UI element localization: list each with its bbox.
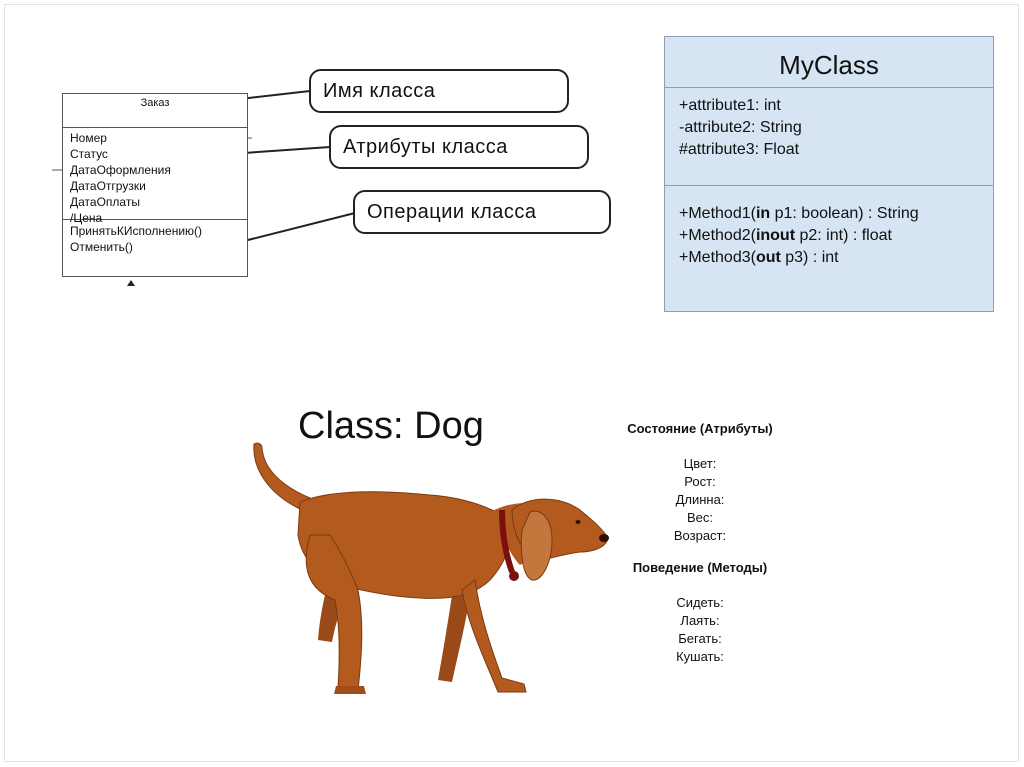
myclass-attributes: +attribute1: int -attribute2: String #at… bbox=[665, 87, 993, 186]
dog-method: Сидеть: bbox=[600, 594, 800, 612]
callout-class-attributes: Атрибуты класса bbox=[329, 125, 589, 169]
op-prefix: +Method2( bbox=[679, 227, 756, 244]
dog-attribute: Возраст: bbox=[600, 527, 800, 545]
dog-eye bbox=[576, 520, 581, 524]
op-suffix: p2: int) : float bbox=[795, 227, 892, 244]
dog-method: Бегать: bbox=[600, 630, 800, 648]
dog-hind-paw bbox=[334, 686, 366, 694]
myclass-attribute: +attribute1: int bbox=[679, 95, 993, 117]
dog-properties-panel: Состояние (Атрибуты) Цвет: Рост: Длинна:… bbox=[600, 420, 800, 666]
dog-attribute: Рост: bbox=[600, 473, 800, 491]
op-suffix: p1: boolean) : String bbox=[770, 205, 919, 222]
op-suffix: p3) : int bbox=[781, 249, 839, 266]
order-class-box: Заказ Номер Статус ДатаОформления ДатаОт… bbox=[62, 93, 248, 277]
order-class-name: Заказ bbox=[63, 94, 247, 128]
order-class-attributes: Номер Статус ДатаОформления ДатаОтгрузки… bbox=[63, 128, 247, 220]
order-operation: ПринятьКИсполнению() bbox=[70, 223, 247, 239]
dog-method: Кушать: bbox=[600, 648, 800, 666]
dog-illustration bbox=[240, 440, 620, 710]
op-keyword: in bbox=[756, 205, 770, 222]
dog-ear bbox=[521, 511, 552, 580]
myclass-name: MyClass bbox=[665, 37, 993, 88]
dog-collar-tag bbox=[509, 571, 519, 581]
myclass-box: MyClass +attribute1: int -attribute2: St… bbox=[664, 36, 994, 312]
order-operation: Отменить() bbox=[70, 239, 247, 255]
callout-class-name: Имя класса bbox=[309, 69, 569, 113]
myclass-operations: +Method1(in p1: boolean) : String +Metho… bbox=[665, 186, 993, 269]
myclass-operation: +Method1(in p1: boolean) : String bbox=[679, 203, 993, 225]
order-class-operations: ПринятьКИсполнению() Отменить() bbox=[63, 220, 247, 255]
myclass-attribute: -attribute2: String bbox=[679, 117, 993, 139]
op-prefix: +Method3( bbox=[679, 249, 756, 266]
dog-attribute: Вес: bbox=[600, 509, 800, 527]
order-attribute: ДатаОтгрузки bbox=[70, 178, 247, 194]
myclass-operation: +Method3(out p3) : int bbox=[679, 247, 993, 269]
dog-method: Лаять: bbox=[600, 612, 800, 630]
op-prefix: +Method1( bbox=[679, 205, 756, 222]
op-keyword: inout bbox=[756, 227, 795, 244]
op-keyword: out bbox=[756, 249, 781, 266]
dog-front-leg-near bbox=[462, 580, 526, 692]
dog-attribute: Длинна: bbox=[600, 491, 800, 509]
callout-class-operations: Операции класса bbox=[353, 190, 611, 234]
dog-state-heading: Состояние (Атрибуты) bbox=[600, 420, 800, 438]
dog-behavior-heading: Поведение (Методы) bbox=[600, 559, 800, 577]
order-attribute: ДатаОплаты bbox=[70, 194, 247, 210]
order-attribute: Статус bbox=[70, 146, 247, 162]
callout-line-operations bbox=[240, 213, 355, 242]
dog-attribute: Цвет: bbox=[600, 455, 800, 473]
myclass-operation: +Method2(inout p2: int) : float bbox=[679, 225, 993, 247]
order-attribute: ДатаОформления bbox=[70, 162, 247, 178]
dog-tail bbox=[254, 443, 310, 510]
inheritance-arrow-icon bbox=[127, 280, 135, 286]
order-attribute: Номер bbox=[70, 130, 247, 146]
myclass-attribute: #attribute3: Float bbox=[679, 139, 993, 161]
